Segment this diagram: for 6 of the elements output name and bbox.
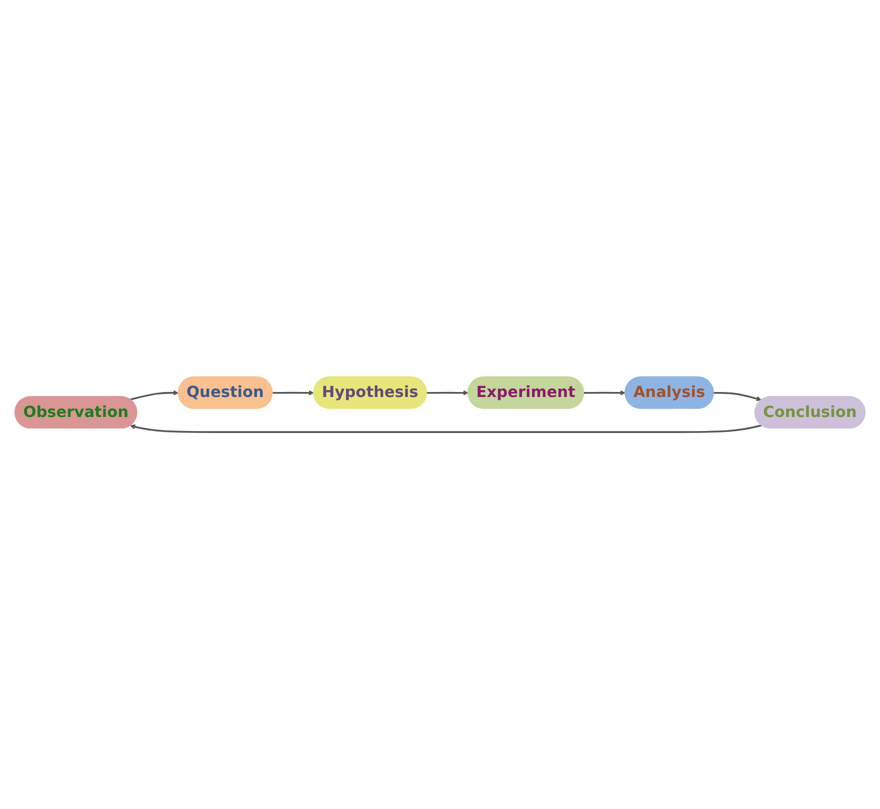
arrow	[272, 390, 314, 396]
arrow	[130, 390, 179, 401]
arrow	[584, 390, 626, 396]
arrow	[426, 390, 468, 396]
arrow	[714, 392, 762, 402]
arrow	[130, 424, 762, 434]
